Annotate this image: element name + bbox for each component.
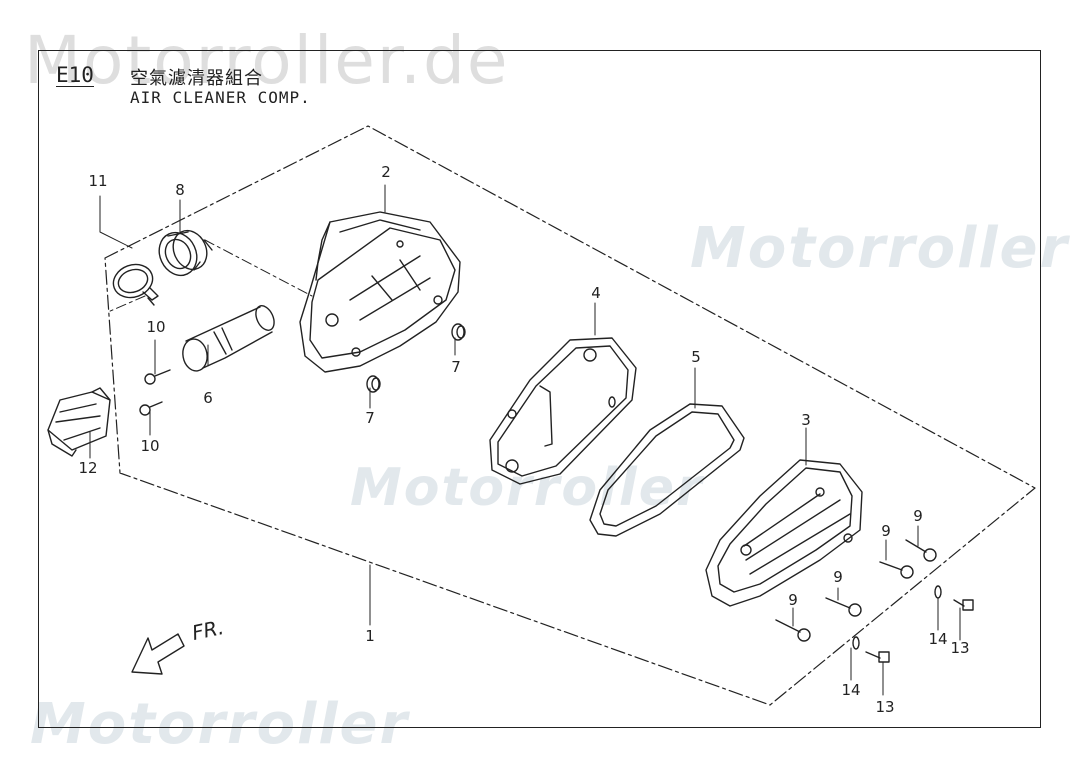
- part-5-seal: [589, 403, 745, 537]
- part-9-screw-c: [879, 561, 914, 579]
- part-13-bolt-b: [953, 599, 974, 611]
- callout-13-b: 13: [950, 639, 970, 657]
- watermark-top: Motorroller.de: [24, 22, 510, 99]
- part-13-bolt-a: [865, 651, 890, 663]
- part-6-duct: [182, 305, 275, 372]
- part-7-nut-bottom: [366, 375, 381, 393]
- callout-14-a: 14: [841, 681, 861, 699]
- part-7-nut-top: [451, 323, 466, 341]
- part-10-screw-bottom: [139, 401, 163, 416]
- callout-7-bottom: 7: [365, 409, 375, 427]
- callout-2: 2: [381, 163, 391, 181]
- callout-7-top: 7: [451, 358, 461, 376]
- callout-9-a: 9: [788, 591, 798, 609]
- watermark-bottom: Motorroller: [30, 692, 410, 757]
- callout-3: 3: [801, 411, 811, 429]
- callout-8: 8: [175, 181, 185, 199]
- part-8-joint: [158, 229, 213, 277]
- callout-10-top: 10: [146, 318, 166, 336]
- assembly-line: [204, 239, 313, 297]
- callout-6: 6: [203, 389, 213, 407]
- diagram-frame: [38, 50, 1041, 728]
- part-9-screw-a: [775, 619, 811, 642]
- watermark-middle: Motorroller: [350, 458, 704, 518]
- assembly-line: [107, 295, 146, 313]
- part-4-plate: [489, 337, 637, 485]
- callout-12: 12: [78, 459, 98, 477]
- part-11-clamp: [112, 263, 159, 306]
- title-english: AIR CLEANER COMP.: [130, 88, 311, 107]
- part-2-case: [299, 211, 461, 373]
- callout-9-d: 9: [913, 507, 923, 525]
- callout-5: 5: [691, 348, 701, 366]
- part-9-screw-b: [825, 597, 862, 617]
- assembly-boundary: [104, 125, 1036, 706]
- watermark-right: Motorroller: [690, 216, 1070, 281]
- callout-9-b: 9: [833, 568, 843, 586]
- front-arrow-icon: [131, 633, 185, 675]
- callout-10-bottom: 10: [140, 437, 160, 455]
- callout-1: 1: [365, 627, 375, 645]
- callout-11: 11: [88, 172, 108, 190]
- part-14-washer-a: [852, 636, 860, 650]
- part-3-cover: [705, 459, 863, 607]
- title-chinese: 空氣濾清器組合: [130, 68, 263, 89]
- part-9-screw-d: [905, 539, 937, 562]
- part-10-screw-top: [144, 369, 171, 385]
- callout-4: 4: [591, 284, 601, 302]
- callout-14-b: 14: [928, 630, 948, 648]
- callout-9-c: 9: [881, 522, 891, 540]
- part-12-snorkel: [47, 387, 111, 457]
- section-code: E10: [56, 63, 94, 87]
- part-14-washer-b: [934, 585, 942, 599]
- callout-13-a: 13: [875, 698, 895, 716]
